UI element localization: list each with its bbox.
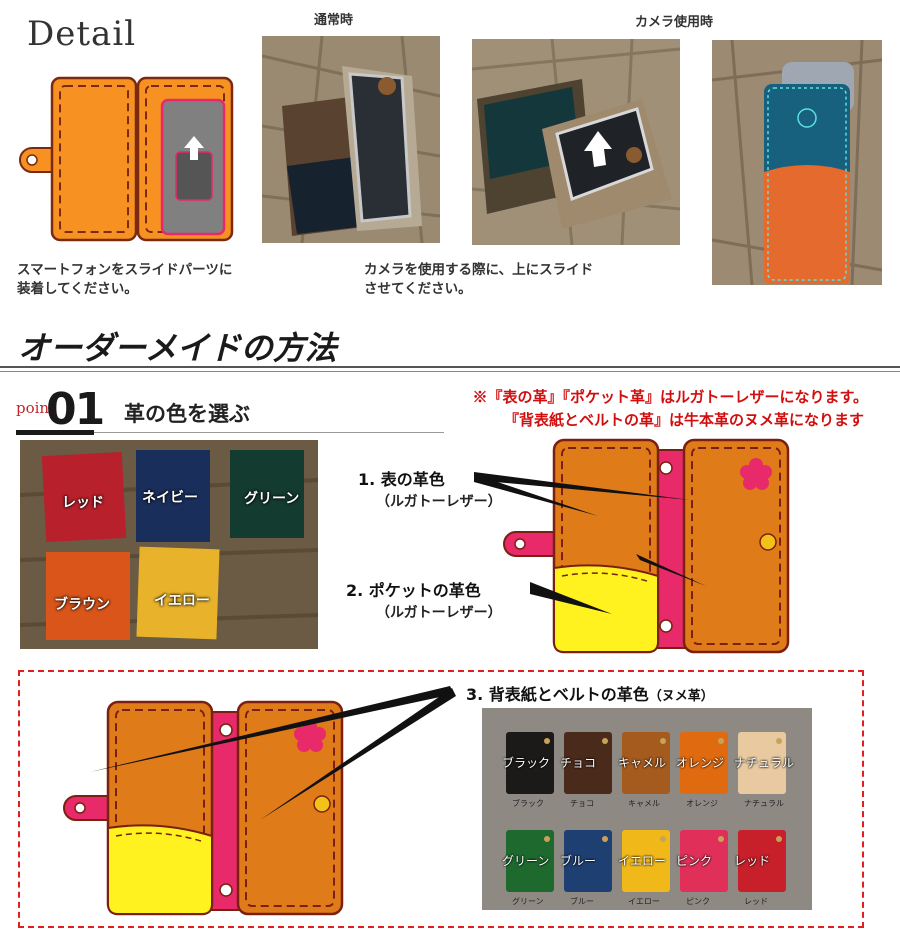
caption-slide-line2: 装着してください。	[17, 281, 138, 297]
nume-swatch-label: ブルー	[560, 854, 597, 868]
caption-slide-line1: スマートフォンをスライドパーツに	[17, 262, 233, 278]
annotation-pocket-leather: 2. ポケットの革色	[346, 581, 481, 600]
annotation-spine-belt: 3. 背表紙とベルトの革色（ヌメ革）	[466, 681, 714, 705]
swatch-label-brown: ブラウン	[54, 597, 110, 613]
swatch-label-navy: ネイビー	[142, 490, 198, 506]
nume-swatch-caption: ピンク	[686, 897, 710, 906]
case-parts-diagram	[474, 438, 790, 654]
caption-camera-slide: カメラを使用する際に、上にスライド させてください。	[364, 261, 593, 299]
rivet-icon	[544, 836, 550, 842]
swatch-label-red: レッド	[62, 495, 104, 511]
nume-swatch-label: イエロー	[618, 854, 666, 868]
step-title-underline	[94, 432, 444, 433]
caption-camera-line2: させてください。	[364, 281, 472, 297]
nume-swatch-caption: ブラック	[512, 799, 544, 808]
case-slide-illustration	[19, 76, 234, 242]
label-normal: 通常時	[314, 13, 354, 28]
nume-swatch-caption: イエロー	[628, 897, 660, 906]
leather-swatch-photo	[20, 440, 318, 649]
swatch-label-green: グリーン	[244, 491, 300, 507]
spine-belt-section	[18, 670, 864, 928]
rivet-icon	[776, 836, 782, 842]
nume-swatch-label: ブラック	[502, 756, 551, 770]
step-title: 革の色を選ぶ	[124, 401, 250, 426]
caption-camera-line1: カメラを使用する際に、上にスライド	[364, 262, 594, 278]
point-underline	[16, 430, 94, 435]
nume-swatch	[738, 732, 786, 794]
nume-swatch-caption: キャメル	[628, 799, 660, 808]
nume-swatch-label: ピンク	[676, 854, 713, 868]
nume-swatch-label: チョコ	[560, 756, 597, 770]
nume-swatch-caption: ナチュラル	[744, 799, 784, 808]
nume-swatch	[506, 830, 554, 892]
rivet-icon	[660, 738, 666, 744]
annotation-outer-leather-type: （ルガトーレザー）	[376, 494, 502, 510]
spine-pointer-lines	[90, 686, 456, 820]
nume-swatch-label: キャメル	[618, 756, 667, 770]
photo-back-view	[712, 40, 882, 285]
nume-swatch	[564, 830, 612, 892]
nume-swatch-caption: レッド	[744, 897, 768, 906]
nume-swatch	[680, 830, 728, 892]
rivet-icon	[602, 738, 608, 744]
nume-swatch-label: グリーン	[502, 854, 550, 868]
caption-slide-attach: スマートフォンをスライドパーツに 装着してください。	[17, 261, 232, 299]
nume-swatch-caption: オレンジ	[686, 799, 718, 808]
nume-swatch	[622, 830, 670, 892]
detail-title: Detail	[27, 14, 137, 54]
annotation-pocket-leather-type: （ルガトーレザー）	[376, 605, 502, 621]
rivet-icon	[544, 738, 550, 744]
section-title: オーダーメイドの方法	[18, 329, 337, 367]
nume-swatch	[738, 830, 786, 892]
nume-swatch	[622, 732, 670, 794]
nume-swatch-caption: ブルー	[570, 897, 594, 906]
case-spine-diagram	[63, 700, 344, 916]
notice-line-2: 『背表紙とベルトの革』は牛本革のヌメ革になります	[503, 411, 864, 429]
annotation-spine-belt-suffix: （ヌメ革）	[648, 689, 714, 704]
point-number: 01	[46, 384, 105, 435]
annotation-spine-belt-title: 3. 背表紙とベルトの革色	[466, 685, 649, 704]
label-camera: カメラ使用時	[635, 15, 714, 30]
section-divider	[0, 366, 900, 368]
nume-swatch-label: ナチュラル	[734, 756, 795, 770]
photo-camera-use	[472, 39, 680, 245]
rivet-icon	[602, 836, 608, 842]
photo-normal-use	[262, 36, 440, 243]
rivet-icon	[660, 836, 666, 842]
nume-swatch-caption: グリーン	[512, 897, 544, 906]
section-divider-thin	[0, 371, 900, 372]
notice-line-1: ※『表の革』『ポケット革』はルガトーレザーになります。	[472, 388, 868, 406]
nume-swatch	[680, 732, 728, 794]
nume-swatch-label: オレンジ	[676, 756, 725, 770]
nume-swatch	[564, 732, 612, 794]
annotation-outer-leather: 1. 表の革色	[358, 470, 445, 489]
rivet-icon	[718, 836, 724, 842]
nume-swatch	[506, 732, 554, 794]
rivet-icon	[776, 738, 782, 744]
rivet-icon	[718, 738, 724, 744]
point-word: point	[16, 399, 56, 417]
nume-color-tags: ブラックブラックチョコチョコキャメルキャメルオレンジオレンジナチュラルナチュラル…	[482, 708, 812, 910]
nume-swatch-label: レッド	[734, 854, 771, 868]
swatch-label-yellow: イエロー	[154, 593, 210, 609]
nume-swatch-caption: チョコ	[570, 799, 594, 808]
